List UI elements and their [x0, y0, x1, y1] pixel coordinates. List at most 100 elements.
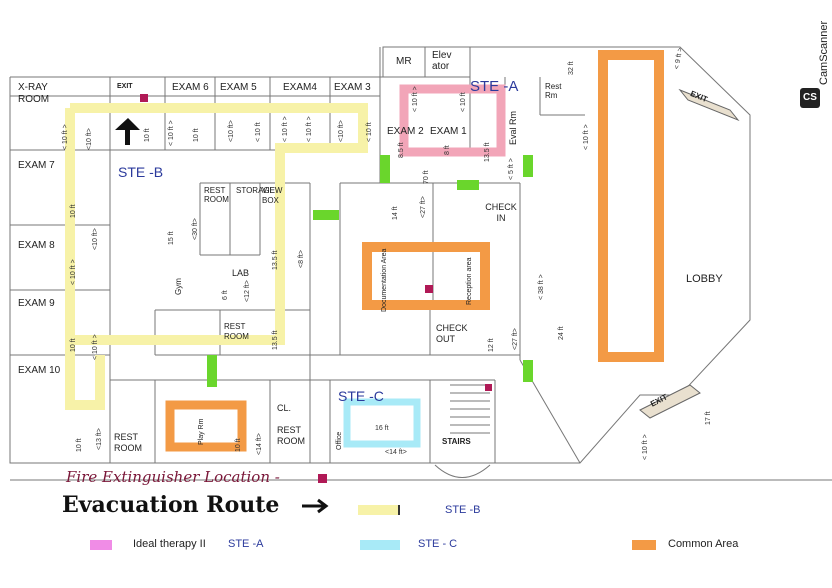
dim-label: < 10 ft > [642, 434, 649, 460]
common-area-play [165, 400, 247, 452]
ste-c-label: STE -C [338, 388, 384, 404]
room-rest-top: Rest Rm [545, 82, 562, 100]
ste-a-label: STE -A [470, 78, 519, 95]
room-cl: CL. [277, 403, 292, 413]
dim-label: 8 ft [444, 145, 451, 155]
doors [207, 155, 533, 387]
room-lab: LAB [232, 268, 250, 278]
dim-label: <10 ft> [86, 128, 93, 150]
room-exam8: EXAM 8 [18, 240, 55, 251]
room-storage: STORAGE [236, 186, 275, 195]
room-documentation: Documentation Area [381, 248, 388, 312]
dim-label: 24 ft [558, 326, 565, 340]
dim-label: <8 ft> [298, 250, 305, 268]
dim-label: <27 ft> [512, 328, 519, 350]
room-mr: MR [396, 56, 412, 67]
dim-label: 13.5 ft [484, 142, 491, 162]
room-eval: Eval Rm [508, 110, 518, 145]
dim-label: 13.5 ft [272, 250, 279, 270]
dim-label: 10 ft [235, 438, 242, 452]
dim-label: 15 ft [168, 231, 175, 245]
room-exam4: EXAM4 [283, 82, 317, 93]
room-checkin: CHECK IN [485, 202, 517, 223]
dim-label: 70 ft [423, 170, 430, 184]
room-exam6: EXAM 6 [172, 82, 209, 93]
ste-b-label: STE -B [118, 164, 164, 180]
dim-label: < 10 ft > [306, 116, 313, 142]
legend-ste-c-swatch [360, 540, 400, 550]
legend-ste-b-swatch [358, 505, 400, 515]
room-checkout: CHECK OUT [436, 323, 468, 344]
dim-label: < 10 ft > [583, 124, 590, 150]
dim-label: 10 ft [144, 128, 151, 142]
legend-common-label: Common Area [668, 538, 739, 550]
dim-label: 14 ft [392, 206, 399, 220]
dim-label: < 38 ft > [538, 274, 545, 300]
legend-ideal-swatch [90, 540, 112, 550]
legend-ste-b-label: STE -B [445, 504, 481, 516]
route-arrow [115, 118, 140, 145]
room-reception: Reception area [466, 257, 473, 305]
dim-label: < 10 ft > [70, 259, 77, 285]
dim-label: <10 ft> [228, 120, 235, 142]
room-exam7: EXAM 7 [18, 160, 55, 171]
dim-label: 10 ft [76, 438, 83, 452]
dim-label: 10 ft [70, 204, 77, 218]
camscanner-text: CamScanner [818, 20, 830, 85]
dim-label: < 10 ft [366, 122, 373, 142]
room-rest-mid: REST ROOM [224, 322, 249, 341]
dim-label: <12 ft> [244, 280, 251, 302]
dim-label: 8.5 ft [398, 142, 405, 158]
dim-label: < 10 ft > [62, 124, 69, 150]
legend-ste-c-label: STE - C [418, 538, 458, 550]
dim-label: < 10 ft > [92, 334, 99, 360]
legend-common-swatch [632, 540, 656, 550]
evacuation-arrow-icon [302, 498, 329, 514]
room-exam10: EXAM 10 [18, 365, 61, 376]
fire-extinguisher-note: Fire Extinguisher Location - [66, 468, 280, 486]
room-play: Play Rm [198, 418, 205, 445]
dim-label: <30 ft> [192, 218, 199, 240]
room-rest-bl: REST ROOM [114, 432, 142, 453]
exit-top-label: EXIT [117, 83, 133, 90]
room-exam3: EXAM 3 [334, 82, 371, 93]
room-rest-b2: REST ROOM [277, 425, 305, 446]
common-area-reception [362, 242, 490, 310]
dim-label: < 5 ft > [508, 158, 515, 180]
room-viewbox: VIEW BOX [262, 186, 283, 205]
dim-label: <27 ft> [420, 196, 427, 218]
dim-label: < 10 ft > [282, 116, 289, 142]
dim-label: 12 ft [488, 338, 495, 352]
dim-label: < 10 ft [255, 122, 262, 142]
dim-label: 17 ft [705, 411, 712, 425]
room-elevator: Elev ator [432, 50, 452, 72]
room-exam2: EXAM 2 [387, 126, 424, 137]
dim-label: <10 ft> [338, 120, 345, 142]
dim-label: 16 ft [375, 425, 389, 432]
room-gym: Gym [174, 278, 183, 295]
ste-a-zone [399, 84, 506, 157]
room-lobby: LOBBY [686, 273, 723, 285]
dim-label: 13.5 ft [272, 330, 279, 350]
fire-extinguisher-swatch [318, 474, 327, 483]
room-exam5: EXAM 5 [220, 82, 257, 93]
dim-label: < 10 ft > [412, 86, 419, 112]
room-rest-vert: REST ROOM [204, 186, 229, 204]
camscanner-badge: CS [800, 88, 820, 108]
legend-ste-a-label: STE -A [228, 538, 264, 550]
dim-label: <13 ft> [96, 428, 103, 450]
dim-label: <10 ft> [92, 228, 99, 250]
dim-label: 10 ft [70, 338, 77, 352]
dim-label: < 10 ft [460, 92, 467, 112]
dim-label: 10 ft [193, 128, 200, 142]
room-exam9: EXAM 9 [18, 298, 55, 309]
legend-ideal-label: Ideal therapy II [133, 538, 206, 550]
room-exam1: EXAM 1 [430, 126, 467, 137]
room-stairs: STAIRS [442, 437, 471, 446]
ste-c-zone [343, 398, 421, 448]
room-xray: X-RAY ROOM [18, 82, 50, 105]
common-area-lobby [598, 50, 664, 362]
dim-label: 6 ft [222, 290, 229, 300]
room-office: Office [336, 431, 343, 450]
